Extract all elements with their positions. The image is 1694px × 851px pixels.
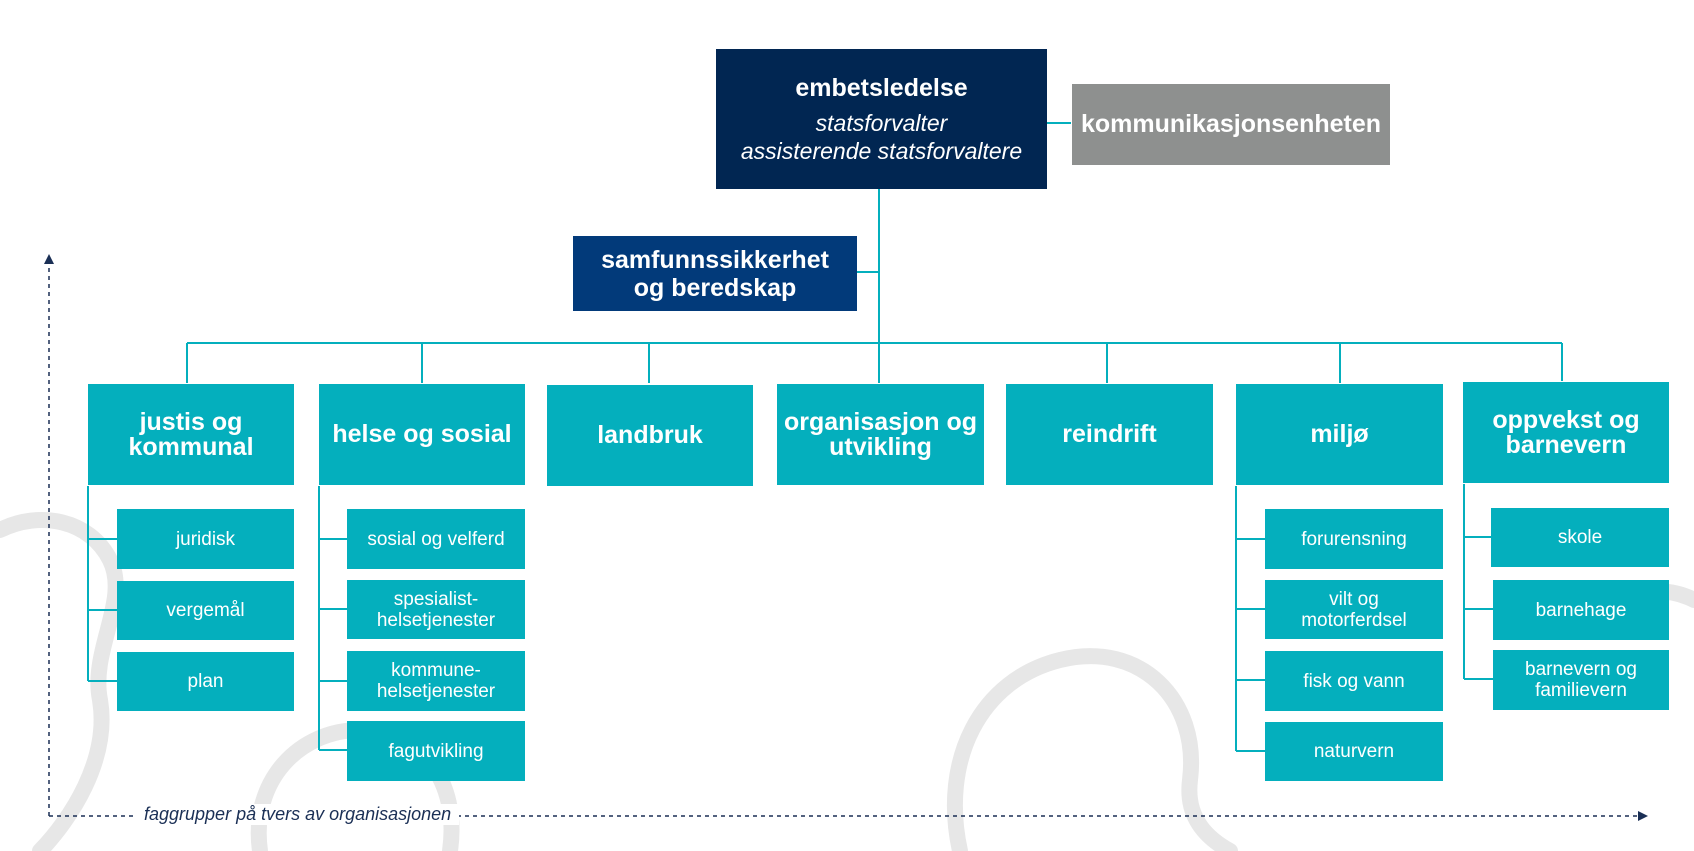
leadership-subtitle-2: assisterende statsforvaltere xyxy=(740,137,1023,164)
unit-fagutvikling: fagutvikling xyxy=(347,721,525,781)
department-justis-kommunal: justis og kommunal xyxy=(88,384,294,485)
leadership-title: embetsledelse xyxy=(795,73,968,102)
unit-juridisk: juridisk xyxy=(117,509,294,569)
unit-skole: skole xyxy=(1491,508,1669,567)
unit-barnehage: barnehage xyxy=(1493,580,1669,640)
safety-preparedness-box: samfunnssikkerhet og beredskap xyxy=(573,236,857,311)
safety-line-2: og beredskap xyxy=(633,273,797,302)
unit-naturvern: naturvern xyxy=(1265,722,1443,781)
department-landbruk: landbruk xyxy=(547,385,753,486)
department-miljo: miljø xyxy=(1236,384,1443,485)
department-reindrift: reindrift xyxy=(1006,384,1213,485)
department-oppvekst-barnevern: oppvekst og barnevern xyxy=(1463,382,1669,483)
unit-sosial-velferd: sosial og velferd xyxy=(347,509,525,569)
unit-vilt-motorferdsel: vilt og motorferdsel xyxy=(1265,580,1443,639)
communication-unit-box: kommunikasjonsenheten xyxy=(1072,84,1390,165)
unit-vergemal: vergemål xyxy=(117,581,294,640)
department-helse-sosial: helse og sosial xyxy=(319,384,525,485)
unit-barnevern-familievern: barnevern og familievern xyxy=(1493,650,1669,710)
department-organisasjon-utvikling: organisasjon og utvikling xyxy=(777,384,984,485)
unit-spesialisthelsetjenester: spesialist- helsetjenester xyxy=(347,580,525,639)
communication-unit-label: kommunikasjonsenheten xyxy=(1080,110,1382,138)
leadership-box: embetsledelse statsforvalter assisterend… xyxy=(716,49,1047,189)
unit-forurensning: forurensning xyxy=(1265,509,1443,569)
unit-fisk-vann: fisk og vann xyxy=(1265,651,1443,711)
leadership-subtitle-1: statsforvalter xyxy=(815,109,948,136)
unit-kommunehelsetjenester: kommune- helsetjenester xyxy=(347,651,525,711)
unit-plan: plan xyxy=(117,652,294,711)
org-connectors xyxy=(87,122,1563,752)
safety-line-1: samfunnssikkerhet xyxy=(601,245,829,274)
axis-label: faggrupper på tvers av organisasjonen xyxy=(136,804,460,825)
